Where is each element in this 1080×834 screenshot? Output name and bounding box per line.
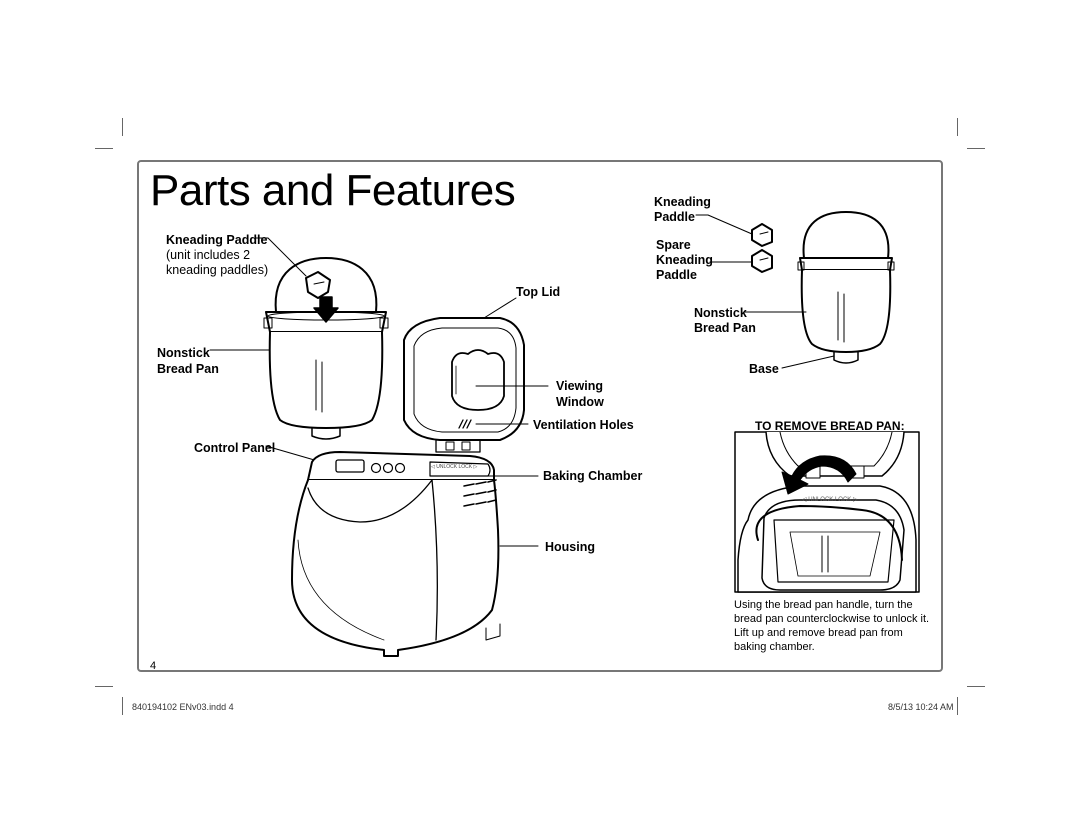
crop-mark <box>95 686 113 687</box>
bread-maker-illustration <box>291 317 525 657</box>
crop-mark <box>122 697 123 715</box>
bread-pan-right-illustration <box>751 211 895 364</box>
label-baking-chamber: Baking Chamber <box>543 469 643 483</box>
page-number: 4 <box>150 660 157 672</box>
label-top-lid: Top Lid <box>516 285 561 299</box>
crop-mark <box>967 148 985 149</box>
label-nonstick: Nonstick <box>157 346 210 360</box>
bread-pan-illustration <box>263 257 389 440</box>
label-window: Window <box>556 395 604 409</box>
remove-pan-heading: TO REMOVE BREAD PAN: <box>755 419 905 433</box>
label-bread-pan: Bread Pan <box>157 362 219 376</box>
lock-indicator: ◁ UNLOCK LOCK ▷ <box>431 464 478 470</box>
lock-indicator-inset: ◁ UNLOCK LOCK ▷ <box>802 497 858 503</box>
remove-pan-caption: Using the bread pan handle, turn the bre… <box>734 599 930 653</box>
crop-mark <box>967 686 985 687</box>
footer-file: 840194102 ENv03.indd 4 <box>132 702 234 712</box>
crop-mark <box>957 697 958 715</box>
label-ventilation-holes: Ventilation Holes <box>533 418 634 432</box>
crop-mark <box>957 118 958 136</box>
label-spare-paddle: Spare <box>656 238 691 252</box>
label-kneading-paddle-note: (unit includes 2 <box>166 248 251 262</box>
crop-mark <box>122 118 123 136</box>
label-spare-paddle: Paddle <box>656 268 697 282</box>
label-nonstick-right: Nonstick <box>694 306 747 320</box>
label-housing: Housing <box>545 540 595 554</box>
label-bread-pan-right: Bread Pan <box>694 321 756 335</box>
label-control-panel: Control Panel <box>194 441 276 455</box>
label-kneading-paddle: Kneading Paddle <box>166 233 268 247</box>
rotate-arrow-icon <box>781 455 857 495</box>
crop-mark <box>95 148 113 149</box>
label-base: Base <box>749 362 779 376</box>
label-kneading-paddle-right: Kneading <box>654 195 711 209</box>
page-title: Parts and Features <box>150 166 516 215</box>
remove-pan-illustration <box>737 431 917 593</box>
label-kneading-paddle-note: kneading paddles) <box>166 263 269 277</box>
label-viewing: Viewing <box>556 379 604 393</box>
label-kneading-paddle-right: Paddle <box>654 210 695 224</box>
page-frame <box>137 160 943 672</box>
label-spare-paddle: Kneading <box>656 253 713 267</box>
footer-date: 8/5/13 10:24 AM <box>888 702 954 712</box>
